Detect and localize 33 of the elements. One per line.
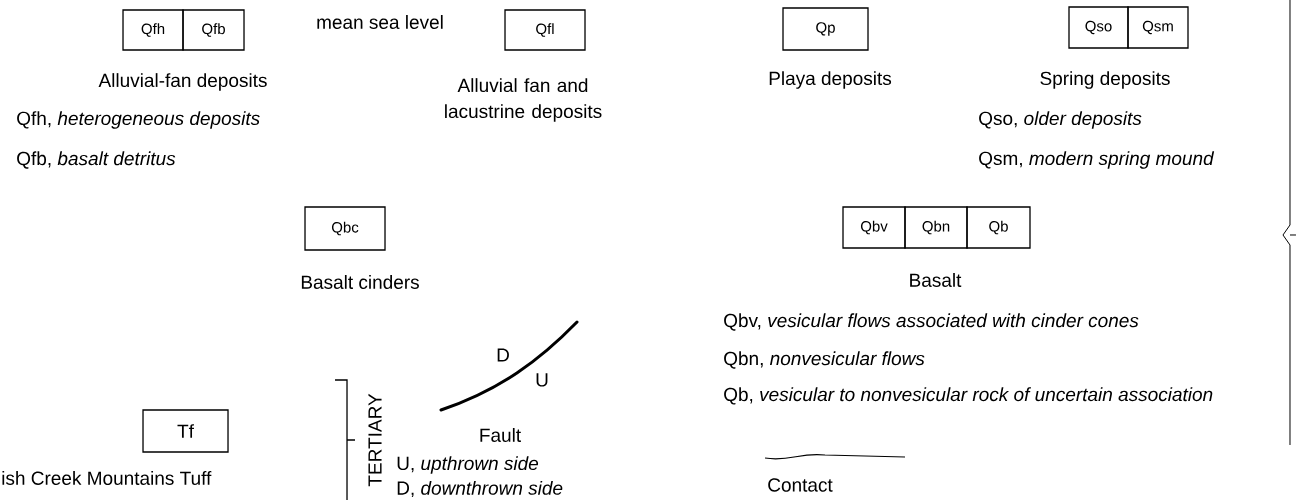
legend-text: Basalt cinders [301, 275, 419, 289]
map-unit-box: Qfl [504, 9, 586, 51]
map-unit-box: Qso [1068, 6, 1129, 49]
legend-text: Contact [768, 478, 833, 492]
legend-text: Fault [480, 428, 521, 442]
map-unit-box: Qsm [1127, 6, 1189, 49]
map-unit-box: Qbc [304, 206, 386, 251]
map-unit-box: Qbv [842, 206, 906, 249]
legend-text: Alluvial-fan deposits [98, 73, 267, 91]
map-unit-box: Tf [142, 409, 229, 453]
legend-text: Basalt [910, 273, 962, 287]
legend-text: Qso, older deposits [979, 111, 1142, 129]
map-unit-box: Qb [966, 206, 1031, 249]
legend-text: Playa deposits [769, 71, 892, 89]
legend-text: D, downthrown side [397, 480, 563, 498]
map-unit-box: Qbn [904, 206, 968, 249]
legend-text: U, upthrown side [397, 456, 539, 474]
legend-text: Qb, vesicular to nonvesicular rock of uncertain association [724, 387, 1213, 405]
legend-text: Qfb, basalt detritus [17, 151, 176, 169]
legend-text: Qbv, vesicular flows associated with cinder cones [724, 313, 1139, 331]
legend-text: U [536, 373, 548, 387]
legend-text: TERTIARY [368, 393, 382, 487]
map-unit-box: Qp [782, 7, 869, 51]
map-unit-box: Qfh [122, 9, 184, 51]
legend-text: Qsm, modern spring mound [979, 151, 1215, 169]
legend-text: Qbn, nonvesicular flows [724, 351, 925, 369]
legend-text: D [497, 348, 509, 362]
legend-text: Alluvial fan and lacustrine deposits [445, 78, 602, 122]
map-unit-box: Qfb [182, 9, 245, 51]
legend-text: ish Creek Mountains Tuff [2, 471, 212, 485]
legend-text: Qfh, heterogeneous deposits [17, 111, 260, 129]
legend-text: Spring deposits [1040, 71, 1170, 89]
legend-text: mean sea level [317, 15, 443, 29]
